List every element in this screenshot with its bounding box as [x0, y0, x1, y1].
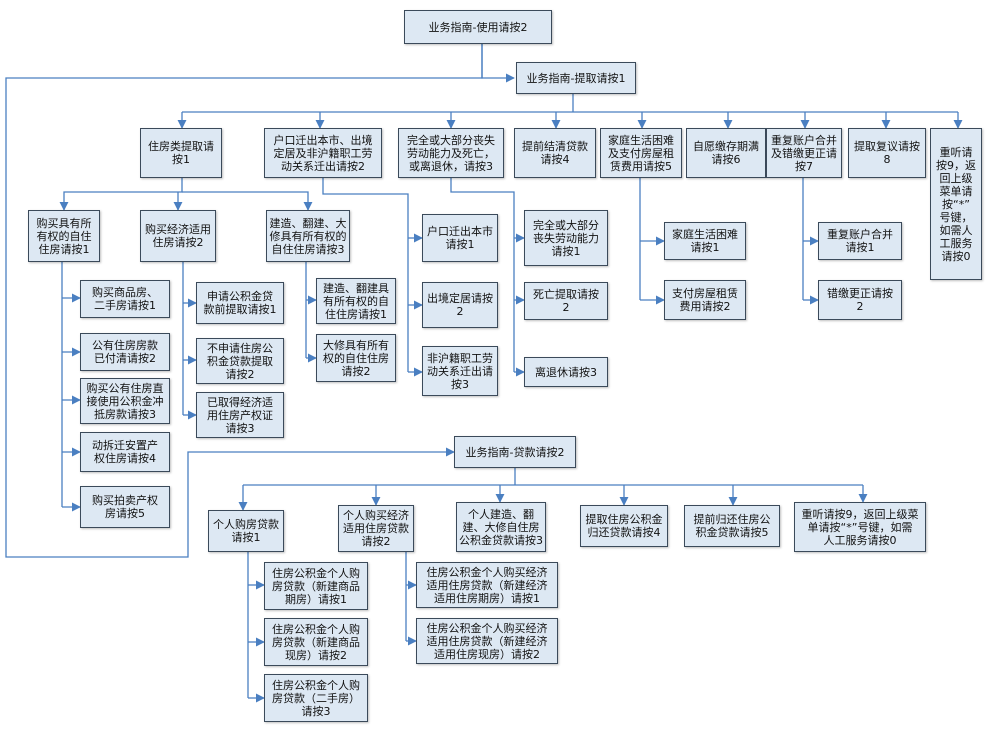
node-label: 提取复议请按 8 — [854, 140, 920, 166]
diagram-node-n25: 户口迁出本市 请按1 — [422, 214, 498, 262]
connector — [450, 178, 515, 372]
diagram-node-n43: 住房公积金个人购 房贷款（新建商品 现房）请按2 — [264, 618, 368, 666]
diagram-node-n2: 业务指南-提取请按1 — [516, 62, 636, 94]
diagram-node-n35: 业务指南-贷款请按2 — [454, 436, 576, 468]
node-label: 购买商品房、 二手房请按1 — [92, 286, 158, 312]
node-label: 重复账户合并 及错缴更正请 按7 — [771, 133, 837, 173]
node-label: 住房公积金个人购 房贷款（二手房） 请按3 — [272, 678, 360, 718]
diagram-node-n45: 住房公积金个人购买经济 适用住房贷款（新建经济 适用住房期房）请按1 — [416, 562, 558, 608]
node-label: 自愿缴存期满 请按6 — [693, 140, 759, 166]
node-label: 业务指南-提取请按1 — [526, 71, 626, 85]
diagram-node-n1: 业务指南-使用请按2 — [404, 10, 552, 44]
diagram-node-n40: 提前归还住房公 积金贷款请按5 — [684, 505, 780, 547]
node-label: 已取得经济适 用住房产权证 请按3 — [207, 395, 273, 435]
node-label: 出境定居请按 2 — [427, 292, 493, 318]
diagram-node-n5: 完全或大部分丧失 劳动能力及死亡， 或离退休，请按3 — [398, 128, 504, 178]
node-label: 死亡提取请按 2 — [533, 288, 599, 314]
diagram-node-n26: 出境定居请按 2 — [422, 282, 498, 328]
node-label: 公有住房房款 已付清请按2 — [92, 339, 158, 365]
connector — [182, 191, 313, 211]
diagram-node-n31: 家庭生活困难 请按1 — [664, 222, 746, 260]
diagram-node-n9: 重复账户合并 及错缴更正请 按7 — [766, 128, 842, 178]
diagram-node-n37: 个人购买经济 适用住房贷款 请按2 — [338, 505, 414, 552]
diagram-node-n8: 自愿缴存期满 请按6 — [686, 128, 766, 178]
node-label: 提前结清贷款 请按4 — [522, 140, 588, 166]
diagram-node-n16: 公有住房房款 已付清请按2 — [80, 333, 170, 371]
diagram-node-n19: 购买拍卖产权 房请按5 — [80, 486, 170, 528]
node-label: 住房公积金个人购买经济 适用住房贷款（新建经济 适用住房现房）请按2 — [426, 621, 548, 661]
node-label: 住房公积金个人购 房贷款（新建商品 期房）请按1 — [272, 566, 360, 606]
node-label: 错缴更正请按 2 — [827, 287, 893, 313]
diagram-node-n24: 大修具有所有 权的自住住房 请按2 — [316, 334, 396, 382]
diagram-node-n13: 购买经济适用 住房请按2 — [140, 210, 216, 262]
diagram-node-n11: 重听请 按9，返 回上级 菜单请 按“*” 号键， 如需人 工服务 请按0 — [930, 128, 982, 280]
node-label: 非沪籍职工劳 动关系迁出请 按3 — [427, 351, 493, 391]
diagram-node-n17: 购买公有住房直 接使用公积金冲 抵房款请按3 — [80, 378, 170, 424]
node-label: 住房公积金个人购买经济 适用住房贷款（新建经济 适用住房期房）请按1 — [426, 565, 548, 605]
node-label: 完全或大部分 丧失劳动能力 请按1 — [533, 218, 599, 258]
diagram-node-n42: 住房公积金个人购 房贷款（新建商品 期房）请按1 — [264, 562, 368, 610]
connector — [322, 178, 409, 372]
node-label: 重听请按9，返回上级菜 单请按“*”号键，如需 人工服务请按0 — [801, 507, 919, 547]
diagram-node-n6: 提前结清贷款 请按4 — [514, 128, 596, 178]
diagram-node-n4: 户口迁出本市、出境 定居及非沪籍职工劳 动关系迁出请按2 — [264, 128, 382, 178]
node-label: 业务指南-贷款请按2 — [465, 445, 565, 459]
diagram-node-n46: 住房公积金个人购买经济 适用住房贷款（新建经济 适用住房现房）请按2 — [416, 618, 558, 664]
node-label: 户口迁出本市、出境 定居及非沪籍职工劳 动关系迁出请按2 — [273, 133, 373, 173]
diagram-node-n12: 购买具有所 有权的自住 住房请按1 — [28, 210, 100, 262]
connector — [59, 178, 183, 211]
diagram-node-n10: 提取复议请按 8 — [848, 128, 926, 178]
diagram-node-n30: 离退休请按3 — [524, 357, 608, 387]
node-label: 住房公积金个人购 房贷款（新建商品 现房）请按2 — [272, 622, 360, 662]
node-label: 重复账户合并 请按1 — [827, 228, 893, 254]
diagram-node-n22: 已取得经济适 用住房产权证 请按3 — [196, 392, 284, 438]
diagram-node-n29: 死亡提取请按 2 — [524, 282, 608, 320]
node-label: 申请公积金贷 款前提取请按1 — [203, 290, 277, 316]
node-label: 提前归还住房公 积金贷款请按5 — [693, 513, 771, 539]
node-label: 业务指南-使用请按2 — [428, 20, 528, 34]
diagram-node-n23: 建造、翻建具 有所有权的自 住住房请按1 — [316, 278, 396, 324]
node-label: 家庭生活困难 及支付房屋租 赁费用请按5 — [608, 133, 674, 173]
node-label: 建造、翻建、大 修具有所有权的 自住住房请按3 — [269, 216, 347, 256]
node-label: 重听请 按9，返 回上级 菜单请 按“*” 号键， 如需人 工服务 请按0 — [936, 145, 976, 263]
connector — [5, 44, 483, 558]
node-label: 离退休请按3 — [535, 365, 597, 379]
node-label: 支付房屋租赁 费用请按2 — [672, 287, 738, 313]
node-label: 动拆迁安置产 权住房请按4 — [92, 439, 158, 465]
node-label: 户口迁出本市 请按1 — [427, 225, 493, 251]
diagram-node-n27: 非沪籍职工劳 动关系迁出请 按3 — [422, 346, 498, 396]
diagram-node-n44: 住房公积金个人购 房贷款（二手房） 请按3 — [264, 674, 368, 722]
diagram-node-n28: 完全或大部分 丧失劳动能力 请按1 — [524, 210, 608, 266]
diagram-node-n21: 不申请住房公 积金贷款提取 请按2 — [196, 338, 284, 384]
node-label: 建造、翻建具 有所有权的自 住住房请按1 — [323, 281, 389, 321]
node-label: 购买公有住房直 接使用公积金冲 抵房款请按3 — [86, 381, 164, 421]
connector — [481, 44, 515, 83]
diagram-node-n14: 建造、翻建、大 修具有所有权的 自住住房请按3 — [266, 210, 350, 262]
diagram-node-n18: 动拆迁安置产 权住房请按4 — [80, 432, 170, 472]
node-label: 提取住房公积金 归还贷款请按4 — [585, 513, 663, 539]
diagram-node-n20: 申请公积金贷 款前提取请按1 — [196, 282, 284, 324]
node-label: 购买拍卖产权 房请按5 — [92, 494, 158, 520]
node-label: 不申请住房公 积金贷款提取 请按2 — [207, 341, 273, 381]
diagram-node-n33: 重复账户合并 请按1 — [818, 222, 902, 260]
node-label: 个人购房贷款 请按1 — [213, 518, 279, 544]
diagram-node-n15: 购买商品房、 二手房请按1 — [80, 280, 170, 318]
diagram-node-n34: 错缴更正请按 2 — [818, 280, 902, 320]
diagram-node-n3: 住房类提取请 按1 — [140, 128, 222, 178]
node-label: 购买经济适用 住房请按2 — [145, 223, 211, 249]
diagram-node-n32: 支付房屋租赁 费用请按2 — [664, 280, 746, 320]
diagram-node-n7: 家庭生活困难 及支付房屋租 赁费用请按5 — [600, 128, 682, 178]
node-label: 完全或大部分丧失 劳动能力及死亡， 或离退休，请按3 — [407, 133, 495, 173]
diagram-node-n36: 个人购房贷款 请按1 — [208, 510, 284, 552]
node-label: 购买具有所 有权的自住 住房请按1 — [36, 216, 92, 256]
diagram-node-n41: 重听请按9，返回上级菜 单请按“*”号键，如需 人工服务请按0 — [794, 502, 926, 552]
node-label: 个人建造、翻 建、大修自住房 公积金贷款请按3 — [459, 507, 543, 547]
node-label: 大修具有所有 权的自住住房 请按2 — [323, 338, 389, 378]
node-label: 家庭生活困难 请按1 — [672, 228, 738, 254]
diagram-node-n39: 提取住房公积金 归还贷款请按4 — [580, 505, 668, 547]
node-label: 住房类提取请 按1 — [148, 140, 214, 166]
node-label: 个人购买经济 适用住房贷款 请按2 — [343, 509, 409, 548]
diagram-node-n38: 个人建造、翻 建、大修自住房 公积金贷款请按3 — [456, 502, 546, 552]
